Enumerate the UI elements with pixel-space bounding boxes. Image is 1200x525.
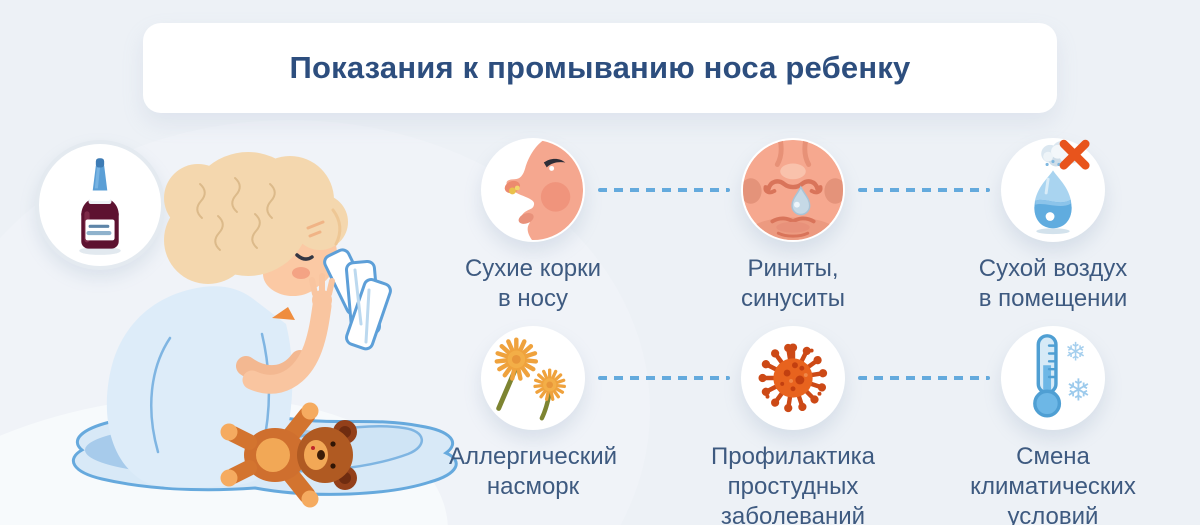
indication-item-prevention: Профилактика простудных заболеваний bbox=[683, 326, 903, 525]
dashed-connector bbox=[858, 376, 990, 380]
indication-label: Сухой воздух в помещении bbox=[978, 255, 1128, 312]
child-front-arm bbox=[242, 296, 332, 394]
indication-label: Аллергический насморк bbox=[448, 443, 618, 500]
dandelion-flowers-icon bbox=[481, 337, 566, 421]
indication-label: Профилактика простудных заболеваний bbox=[711, 443, 875, 525]
indication-item-allergy: Аллергический насморк bbox=[423, 326, 643, 502]
indication-label: Риниты, синуситы bbox=[740, 255, 846, 312]
thermometer-snowflakes-icon: ❄ ❄ bbox=[1033, 334, 1091, 418]
cross-mark bbox=[1059, 139, 1090, 170]
snowflake-icon: ❄ bbox=[1065, 337, 1086, 367]
child-head bbox=[164, 152, 348, 296]
indication-item-dry-crusts: Сухие корки в носу bbox=[423, 138, 643, 314]
indication-item-rhinitis: Риниты, синуситы bbox=[683, 138, 903, 314]
snowflake-icon: ❄ bbox=[1066, 374, 1091, 409]
medicine-badge bbox=[35, 140, 165, 270]
closed-eye bbox=[295, 253, 314, 261]
nasal-spray-bottle-icon bbox=[79, 158, 121, 255]
icon-circle bbox=[741, 326, 845, 430]
icon-circle bbox=[481, 326, 585, 430]
virus-icon bbox=[741, 326, 845, 430]
child-blowing-nose-illustration bbox=[71, 152, 458, 508]
dashed-connector bbox=[598, 188, 730, 192]
teddy-bear bbox=[220, 402, 357, 508]
title-banner: Показания к промыванию носа ребенку bbox=[143, 23, 1057, 113]
humidifier-crossed-out-icon bbox=[1034, 139, 1090, 235]
icon-circle bbox=[741, 138, 845, 242]
indication-item-climate: ❄ ❄ Смена климатических условий bbox=[943, 326, 1163, 525]
page-title: Показания к промыванию носа ребенку bbox=[289, 50, 911, 85]
dashed-connector bbox=[598, 376, 730, 380]
indication-label: Смена климатических условий bbox=[970, 443, 1136, 525]
indication-label: Сухие корки в носу bbox=[464, 255, 602, 312]
icon-circle: ❄ ❄ bbox=[1001, 326, 1105, 430]
cheek-blush bbox=[292, 267, 310, 279]
dashed-connector bbox=[858, 188, 990, 192]
nose-profile-dry-crusts-icon bbox=[504, 139, 584, 241]
icon-circle bbox=[481, 138, 585, 242]
runny-nose-drop-icon bbox=[742, 139, 844, 241]
indication-item-dry-air: Сухой воздух в помещении bbox=[943, 138, 1163, 314]
icon-circle bbox=[1001, 138, 1105, 242]
collar bbox=[272, 307, 295, 320]
